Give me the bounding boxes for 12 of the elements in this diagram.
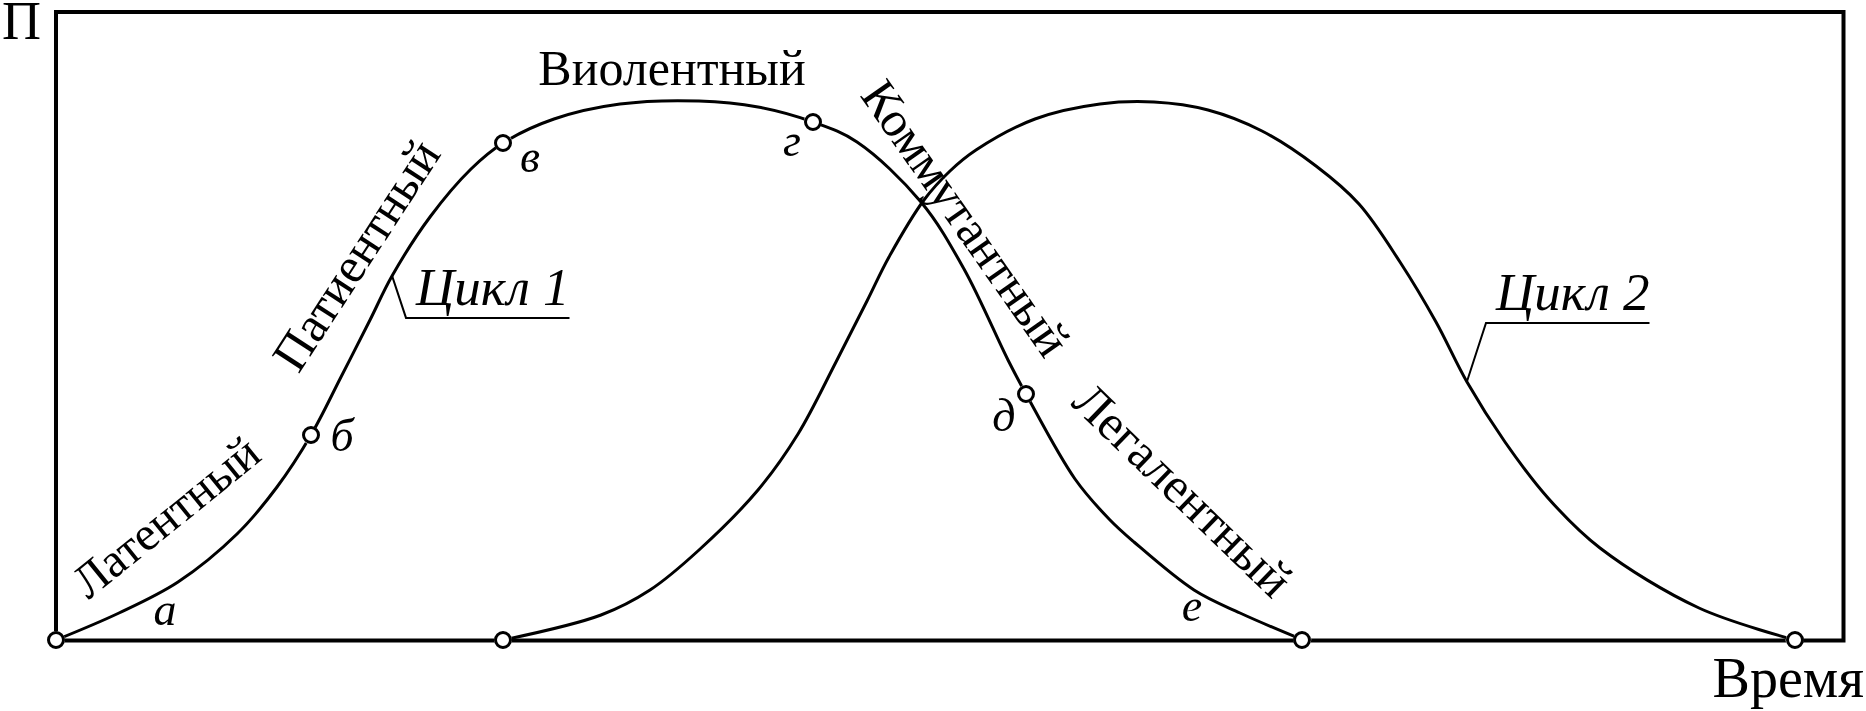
point-label: д: [992, 393, 1016, 439]
leader-line: [391, 274, 571, 319]
leader-line: [1465, 321, 1651, 383]
point-label: б: [330, 413, 354, 459]
axis-label: П: [2, 0, 41, 44]
axis-label: Время: [1712, 648, 1864, 710]
curve-label: Цикл 2: [1486, 262, 1650, 323]
phase-label: Виолентный: [538, 43, 806, 93]
point-label: г: [783, 118, 801, 164]
point-label: а: [153, 587, 177, 633]
point-label: е: [1181, 583, 1203, 629]
point-label: в: [520, 134, 540, 180]
